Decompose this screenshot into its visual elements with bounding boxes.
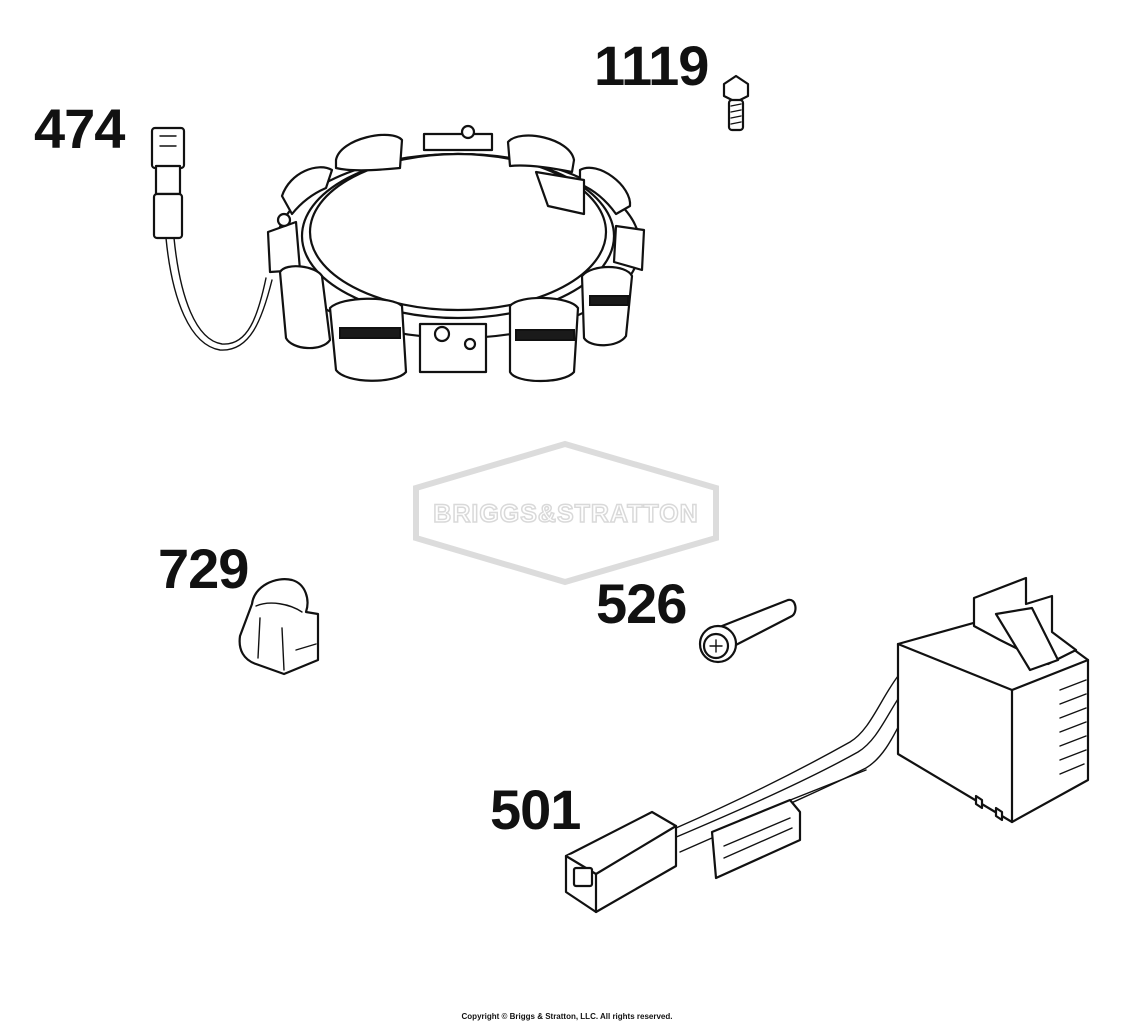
copyright-notice: Copyright © Briggs & Stratton, LLC. All … <box>461 1012 673 1021</box>
watermark-text: BRIGGS&STRATTON <box>433 500 698 528</box>
stator-part <box>150 124 646 382</box>
regulator-part <box>564 576 1090 914</box>
callout-501: 501 <box>490 778 581 841</box>
callout-1119: 1119 <box>594 34 709 97</box>
callout-729: 729 <box>158 537 249 600</box>
brand-watermark-logo: BRIGGS&STRATTON <box>413 440 719 586</box>
screw-part <box>698 598 797 664</box>
bolt-part <box>722 74 750 132</box>
callout-526: 526 <box>596 572 687 635</box>
callout-474: 474 <box>34 97 125 160</box>
clip-part <box>238 578 320 676</box>
